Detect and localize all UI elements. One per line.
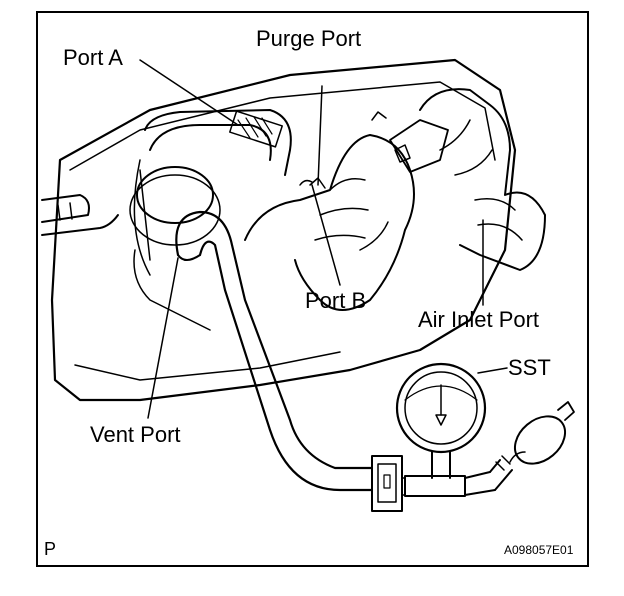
figure-code: A098057E01: [504, 543, 574, 557]
leader-port-b: [311, 184, 341, 286]
leader-port-a: [139, 59, 239, 126]
leader-purge-port: [317, 85, 323, 186]
leader-sst: [477, 367, 508, 374]
label-purge-port: Purge Port: [256, 26, 362, 51]
leader-vent-port: [147, 257, 179, 419]
vent-hose: [175, 210, 374, 492]
charcoal-canister: [50, 58, 517, 402]
label-port-b: Port B: [305, 288, 367, 313]
view-marker: P: [44, 539, 57, 559]
label-port-a: Port A: [63, 45, 123, 70]
left-pipe-stub: [41, 194, 119, 236]
label-sst: SST: [508, 355, 551, 380]
sst-gauge-assembly: [371, 362, 575, 512]
label-air-inlet-port: Air Inlet Port: [418, 307, 540, 332]
leader-lines: [139, 59, 508, 419]
hand-holding-air-inlet: [371, 88, 546, 271]
figure-frame: [36, 11, 589, 567]
label-vent-port: Vent Port: [90, 422, 181, 447]
hand-holding-port-b: [244, 134, 415, 311]
port-a-fitting: [129, 109, 292, 261]
